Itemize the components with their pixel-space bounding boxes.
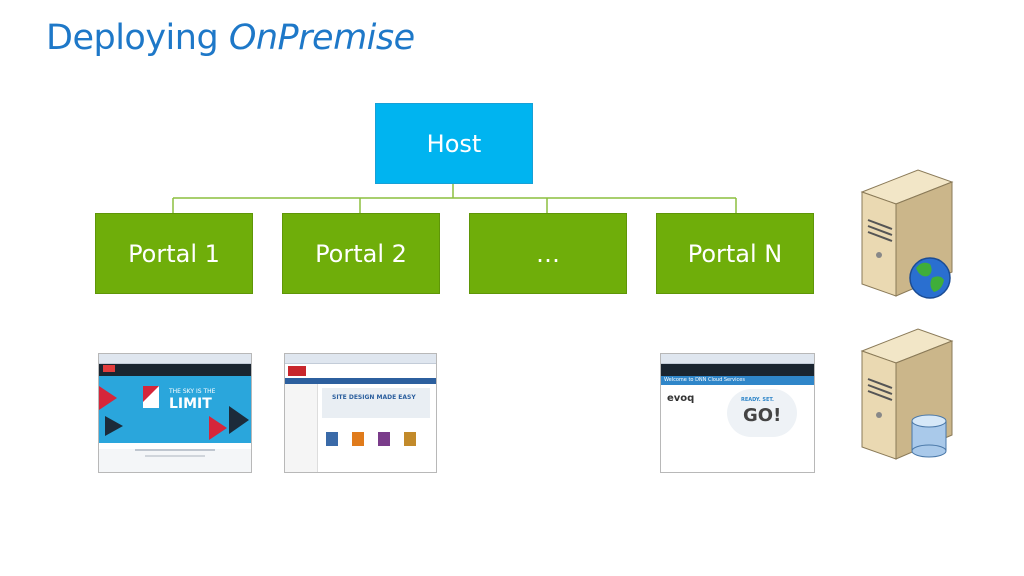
- hero-small-text: THE SKY IS THE: [169, 388, 216, 395]
- title-text: Deploying: [46, 18, 229, 58]
- site-header: [285, 364, 436, 378]
- portal-label: Portal 1: [128, 239, 220, 268]
- portal-2-screenshot: SITE DESIGN MADE EASY: [284, 353, 437, 473]
- portal-node-1: Portal 1: [95, 213, 253, 294]
- host-label: Host: [426, 129, 482, 158]
- hero-big-text: LIMIT: [169, 396, 212, 412]
- portal-label: …: [536, 239, 560, 268]
- product-icon: [404, 432, 416, 446]
- page-body: evoq READY. SET. GO!: [661, 385, 814, 471]
- browser-bar: [285, 354, 436, 364]
- hero-banner: THE SKY IS THE LIMIT: [99, 376, 251, 443]
- portal-1-screenshot: THE SKY IS THE LIMIT: [98, 353, 252, 473]
- title-italic-text: OnPremise: [228, 18, 415, 58]
- hero-graphic-icon: [99, 386, 249, 440]
- dnn-logo-icon: [103, 365, 115, 372]
- go-text: GO!: [743, 405, 782, 426]
- content: SITE DESIGN MADE EASY: [318, 384, 436, 472]
- page-body: SITE DESIGN MADE EASY: [285, 384, 436, 472]
- banner: SITE DESIGN MADE EASY: [322, 388, 430, 418]
- portal-node-2: Portal 2: [282, 213, 440, 294]
- portal-label: Portal 2: [315, 239, 407, 268]
- browser-bar: [661, 354, 814, 364]
- web-server-icon: [860, 169, 954, 299]
- banner-text: SITE DESIGN MADE EASY: [332, 394, 416, 401]
- host-node: Host: [375, 103, 533, 184]
- nav-bar: [285, 378, 436, 384]
- evoq-logo: evoq: [667, 393, 695, 404]
- portal-label: Portal N: [687, 239, 783, 268]
- portal-node-n: Portal N: [656, 213, 814, 294]
- portal-n-screenshot: Welcome to DNN Cloud Services evoq READY…: [660, 353, 815, 473]
- site-header: [661, 364, 814, 376]
- site-header: [99, 364, 251, 376]
- product-icon: [378, 432, 390, 446]
- welcome-bar: Welcome to DNN Cloud Services: [661, 376, 814, 385]
- cloud-graphic-icon: [727, 389, 797, 437]
- ready-text: READY. SET.: [741, 397, 774, 403]
- slide-title: Deploying OnPremise: [46, 18, 415, 58]
- page-footer-area: [99, 449, 251, 472]
- dnn-logo-icon: [288, 366, 306, 376]
- sidebar: [285, 384, 318, 472]
- browser-bar: [99, 354, 251, 364]
- portal-node-ellipsis: …: [469, 213, 627, 294]
- product-icon: [352, 432, 364, 446]
- product-icon: [326, 432, 338, 446]
- database-server-icon: [860, 328, 954, 460]
